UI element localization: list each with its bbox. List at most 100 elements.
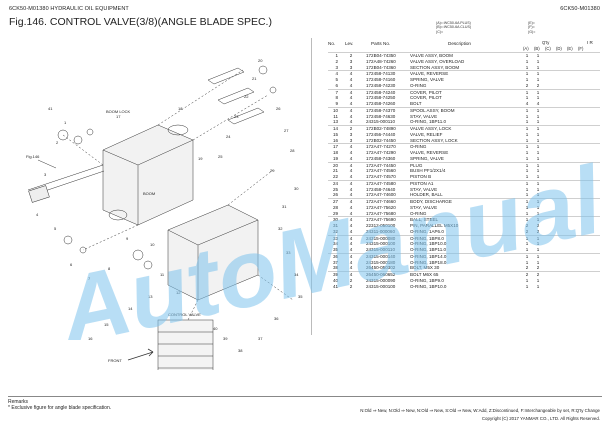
cell-qty-b: 1 bbox=[536, 119, 540, 125]
cell-description: STAY, VALVE bbox=[410, 204, 438, 210]
cell-level: 4 bbox=[349, 223, 353, 228]
cell-level: 4 bbox=[349, 199, 353, 204]
model-legend: (A)=:WC50-6A PLUS) (B)=:WC50-6A CLUS) (C… bbox=[436, 21, 471, 34]
header-parts-no: Parts No. bbox=[371, 41, 391, 46]
cell-no: 17 bbox=[332, 144, 338, 150]
cell-description: SECTION ASSY, LOCK bbox=[410, 137, 458, 143]
cell-part-number: 172B04-74350 bbox=[366, 53, 396, 58]
cell-part-number: 24311-000060 bbox=[366, 228, 395, 234]
callout-number: 20 bbox=[258, 58, 263, 63]
callout-numbers: 2021222324252627282930313233343536373839… bbox=[36, 58, 303, 353]
cell-qty-b: 2 bbox=[536, 223, 540, 228]
cell-level: 3 bbox=[349, 58, 353, 64]
callout-number: 24 bbox=[226, 134, 231, 139]
cell-part-number: 172458-74260 bbox=[366, 101, 396, 106]
cell-qty-a: 1 bbox=[525, 131, 529, 137]
cell-part-number: 24315-000090 bbox=[366, 277, 396, 283]
cell-description: O-RING bbox=[410, 210, 427, 216]
cell-no: 4 bbox=[335, 71, 338, 77]
cell-part-number: 172A48-74260 bbox=[366, 58, 396, 64]
callout-number: 35 bbox=[298, 294, 303, 299]
cell-level: 4 bbox=[349, 259, 353, 265]
cell-qty-b: 1 bbox=[536, 253, 540, 259]
cell-no: 20 bbox=[332, 162, 338, 168]
callout-number: 17 bbox=[116, 114, 121, 119]
cell-description: PISTON A1 bbox=[410, 180, 434, 186]
cell-description: STAY, VALVE bbox=[410, 186, 438, 192]
cell-qty-b: 1 bbox=[536, 199, 540, 204]
cell-description: STAY, VALVE bbox=[410, 113, 438, 119]
header-description: Description bbox=[448, 41, 471, 46]
cell-part-number: 172A47-74660 bbox=[366, 199, 396, 204]
cell-part-number: 172A47-75690 bbox=[366, 217, 396, 223]
cell-description: PISTON B bbox=[410, 174, 432, 179]
cell-no: 6 bbox=[335, 82, 338, 88]
callout-number: 16 bbox=[88, 336, 93, 341]
cell-no: 36 bbox=[332, 253, 338, 259]
cell-no: 40 bbox=[332, 277, 338, 283]
cell-description: O-RING, 1BP10.0 bbox=[410, 283, 447, 289]
cell-qty-b: 1 bbox=[536, 283, 540, 289]
callout-number: 1 bbox=[64, 120, 67, 125]
cell-description: SECTION ASSY, BOOM bbox=[410, 64, 460, 70]
cell-part-number: 172458-74160 bbox=[366, 77, 396, 82]
cell-qty-b: 1 bbox=[536, 53, 540, 58]
cell-qty-b: 1 bbox=[536, 113, 540, 119]
cell-description: O-RING, 1BP8.0 bbox=[410, 235, 444, 241]
cell-part-number: 172A47-75680 bbox=[366, 210, 396, 216]
cell-qty-a: 1 bbox=[525, 253, 529, 259]
cell-description: BODY, DISCHARGE bbox=[410, 199, 452, 204]
cell-level: 4 bbox=[349, 210, 353, 216]
cell-description: PLUG bbox=[410, 162, 423, 168]
cell-qty-b: 1 bbox=[536, 155, 540, 161]
cell-qty-b: 1 bbox=[536, 186, 540, 192]
cell-description: COVER, PILOT bbox=[410, 95, 442, 101]
callout-number: 8 bbox=[108, 266, 111, 271]
header-ir: I R bbox=[587, 40, 593, 45]
cell-level: 2 bbox=[349, 53, 353, 58]
cell-part-number: 172A47-74580 bbox=[366, 180, 396, 186]
cell-no: 37 bbox=[332, 259, 338, 265]
cell-qty-a: 1 bbox=[525, 168, 529, 174]
cell-part-number: 24315-000180 bbox=[366, 259, 396, 265]
cell-part-number: 172A47-74560 bbox=[366, 168, 396, 174]
cell-part-number: 24315-000140 bbox=[366, 253, 396, 259]
cell-level: 4 bbox=[349, 82, 353, 88]
cell-description: PIN, PARALLEL M5X10 bbox=[410, 223, 459, 228]
cell-description: O-RING, 1BP14.0 bbox=[410, 253, 447, 259]
cell-description: VALVE, REVERSE bbox=[410, 150, 449, 155]
cell-qty-a: 1 bbox=[525, 283, 529, 289]
cell-qty-a: 2 bbox=[525, 228, 529, 234]
cell-qty-a: 1 bbox=[525, 247, 529, 252]
cell-part-number: 172A47-74450 bbox=[366, 162, 396, 168]
cell-part-number: 24315-000100 bbox=[366, 241, 396, 247]
label-boom-lock: BOOM LOCK bbox=[106, 109, 131, 114]
cell-level: 3 bbox=[349, 137, 353, 143]
cell-description: O-RING, 1BP11.0 bbox=[410, 119, 447, 125]
cell-no: 35 bbox=[332, 247, 338, 252]
cell-qty-a: 1 bbox=[525, 77, 529, 82]
callout-number: 38 bbox=[238, 348, 243, 353]
cell-qty-a: 2 bbox=[525, 272, 529, 277]
remarks-text: * Exclusive figure for angle blade speci… bbox=[8, 405, 112, 411]
cell-description: COVER, PILOT bbox=[410, 89, 442, 95]
cell-no: 41 bbox=[332, 283, 338, 289]
cell-no: 39 bbox=[332, 272, 338, 277]
cell-description: BOLT bbox=[410, 101, 422, 106]
cell-no: 1 bbox=[335, 53, 338, 58]
cell-qty-a: 4 bbox=[525, 101, 529, 106]
cell-qty-b: 2 bbox=[536, 272, 540, 277]
